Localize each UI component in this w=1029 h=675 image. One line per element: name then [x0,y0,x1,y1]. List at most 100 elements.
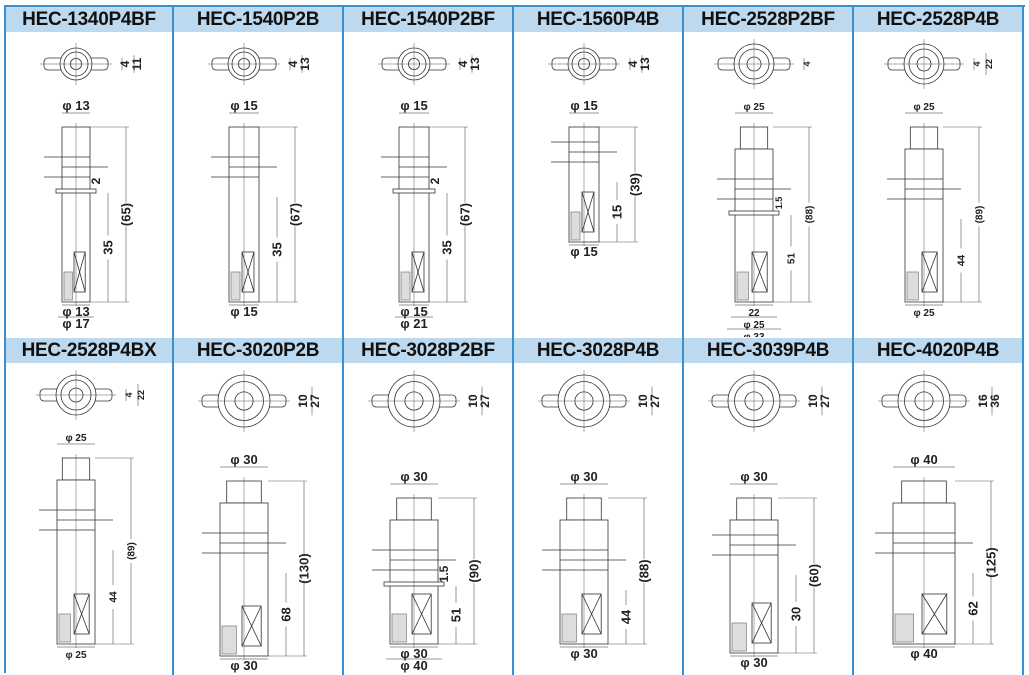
length-dimension-label: (89) [975,206,986,224]
top-dimension-label: 16 [976,394,990,408]
length-dimension-label: (60) [807,564,822,587]
top-diameter-label: φ 30 [400,469,427,484]
length-dimension-label: 35 [101,240,116,254]
length-dimension-label: 35 [440,240,455,254]
length-dimension-label: 62 [966,601,981,615]
bottom-diameter-label: φ 25 [913,308,934,319]
top-dimension-label: 13 [468,57,482,71]
top-dimension-label: 4 [626,60,640,67]
length-dimension-label: 44 [957,255,968,267]
bottom-diameter-label: φ 17 [62,316,89,331]
top-view [198,370,290,432]
bottom-diameter-label: φ 30 [400,646,427,661]
top-diameter-label: φ 25 [743,102,764,113]
top-view [714,39,794,89]
model-title: HEC-2528P4BX [6,338,172,363]
top-diameter-label: φ 30 [230,452,257,467]
top-view [40,43,112,85]
flange-dimension-label: 2 [428,177,442,184]
length-dimension-label: (89) [127,542,138,560]
top-dimension-label: 4 [124,392,134,397]
top-diameter-label: φ 13 [62,98,89,113]
top-dimension-label: 27 [648,394,662,408]
length-dimension-label: 15 [610,205,625,219]
bottom-diameter-label: φ 33 [743,332,764,337]
bottom-diameter-label: φ 30 [740,655,767,670]
bottom-diameter-label: φ 30 [230,658,257,673]
model-title: HEC-4020P4B [854,338,1022,363]
model-title: HEC-2528P2BF [684,7,852,32]
top-dimension-label: 27 [308,394,322,408]
model-title: HEC-2528P4B [854,7,1022,32]
model-title: HEC-3020P2B [174,338,342,363]
top-diameter-label: φ 15 [230,98,257,113]
length-dimension-label: 68 [279,607,294,621]
bottom-diameter-label: φ 25 [743,320,764,331]
flange-dimension-label: 2 [89,177,103,184]
bottom-diameter-label: φ 13 [62,304,89,319]
length-dimension-label: (130) [297,553,312,583]
top-dimension-label: 4 [456,60,470,67]
flange-dimension-label: 1.5 [774,197,784,210]
length-dimension-label: (88) [637,559,652,582]
bottom-diameter-label: φ 25 [65,650,86,661]
model-title: HEC-1540P2B [174,7,342,32]
top-dimension-label: 27 [478,394,492,408]
top-dimension-label: 4 [802,61,812,66]
top-view [378,43,450,85]
top-view [368,370,460,432]
bottom-diameter-label: φ 15 [230,304,257,319]
top-view [548,43,620,85]
length-dimension-label: (65) [119,203,134,226]
top-dimension-label: 13 [638,57,652,71]
flange-dimension-label: 1.5 [437,565,451,582]
model-title: HEC-1540P2BF [344,7,512,32]
length-dimension-label: (90) [467,559,482,582]
top-dimension-label: 10 [636,394,650,408]
top-dimension-label: 13 [298,57,312,71]
top-dimension-label: 4 [118,60,132,67]
top-view [708,370,800,432]
top-diameter-label: φ 40 [910,452,937,467]
length-dimension-label: 51 [787,253,798,265]
length-dimension-label: (88) [805,206,816,224]
length-dimension-label: (67) [458,203,473,226]
top-dimension-label: 4 [286,60,300,67]
model-title: HEC-1340P4BF [6,7,172,32]
top-view [538,370,630,432]
top-dimension-label: 11 [130,57,144,70]
model-title: HEC-3039P4B [684,338,852,363]
top-dimension-label: 36 [988,394,1002,408]
top-diameter-label: φ 15 [570,98,597,113]
top-dimension-label: 27 [818,394,832,408]
top-diameter-label: φ 15 [400,98,427,113]
length-dimension-label: (125) [984,547,999,577]
bottom-diameter-label: φ 15 [570,244,597,259]
bottom-diameter-label: φ 21 [400,316,427,331]
length-dimension-label: 44 [619,609,634,624]
top-diameter-label: φ 30 [570,469,597,484]
bottom-diameter-label: 22 [748,308,760,319]
bottom-diameter-label: φ 40 [400,658,427,673]
top-diameter-label: φ 25 [913,102,934,113]
top-dimension-label: 10 [466,394,480,408]
model-title: HEC-1560P4B [514,7,682,32]
